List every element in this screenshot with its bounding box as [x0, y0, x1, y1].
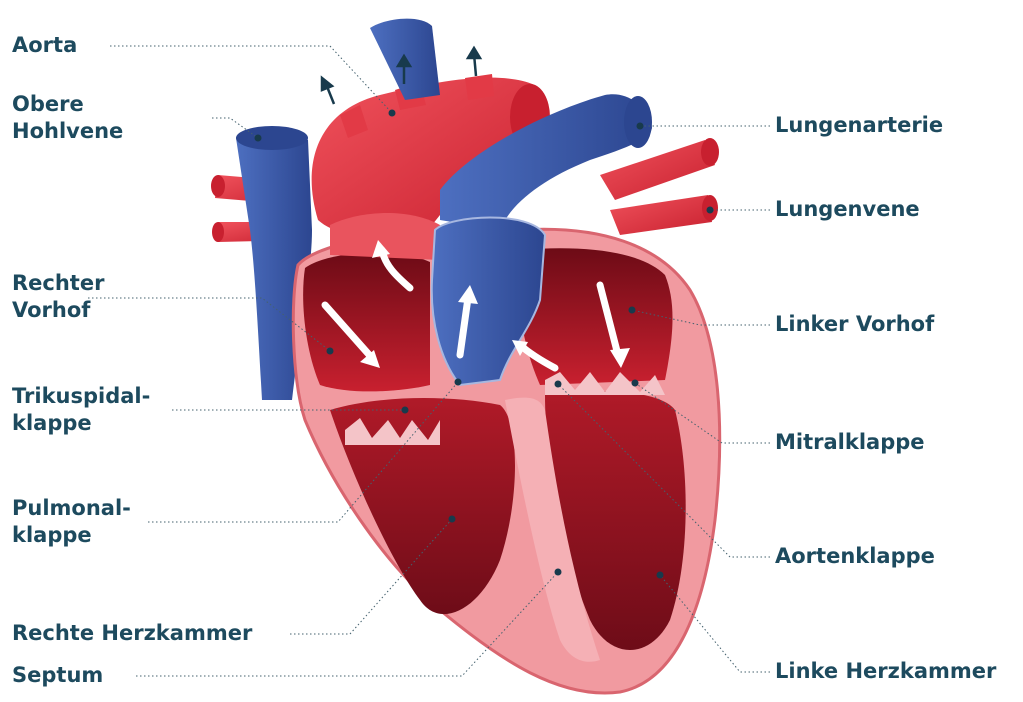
label-aortenklappe: Aortenklappe [775, 543, 935, 570]
rechter-vorhof-cavity [303, 253, 430, 392]
label-obere-hohlvene: Obere Hohlvene [12, 91, 123, 145]
label-lungenvene: Lungenvene [775, 196, 920, 223]
label-rechter-vorhof: Rechter Vorhof [12, 270, 104, 324]
label-trikuspidalklappe: Trikuspidal- klappe [12, 383, 150, 437]
label-septum: Septum [12, 662, 103, 689]
label-lungenarterie: Lungenarterie [775, 112, 943, 139]
label-pulmonalklappe: Pulmonal- klappe [12, 495, 131, 549]
label-aorta: Aorta [12, 32, 77, 59]
label-linke-herzkammer: Linke Herzkammer [775, 658, 996, 685]
label-mitralklappe: Mitralklappe [775, 429, 925, 456]
lungenvene-vessels [600, 138, 719, 235]
label-linker-vorhof: Linker Vorhof [775, 311, 934, 338]
label-rechte-herzkammer: Rechte Herzkammer [12, 620, 252, 647]
